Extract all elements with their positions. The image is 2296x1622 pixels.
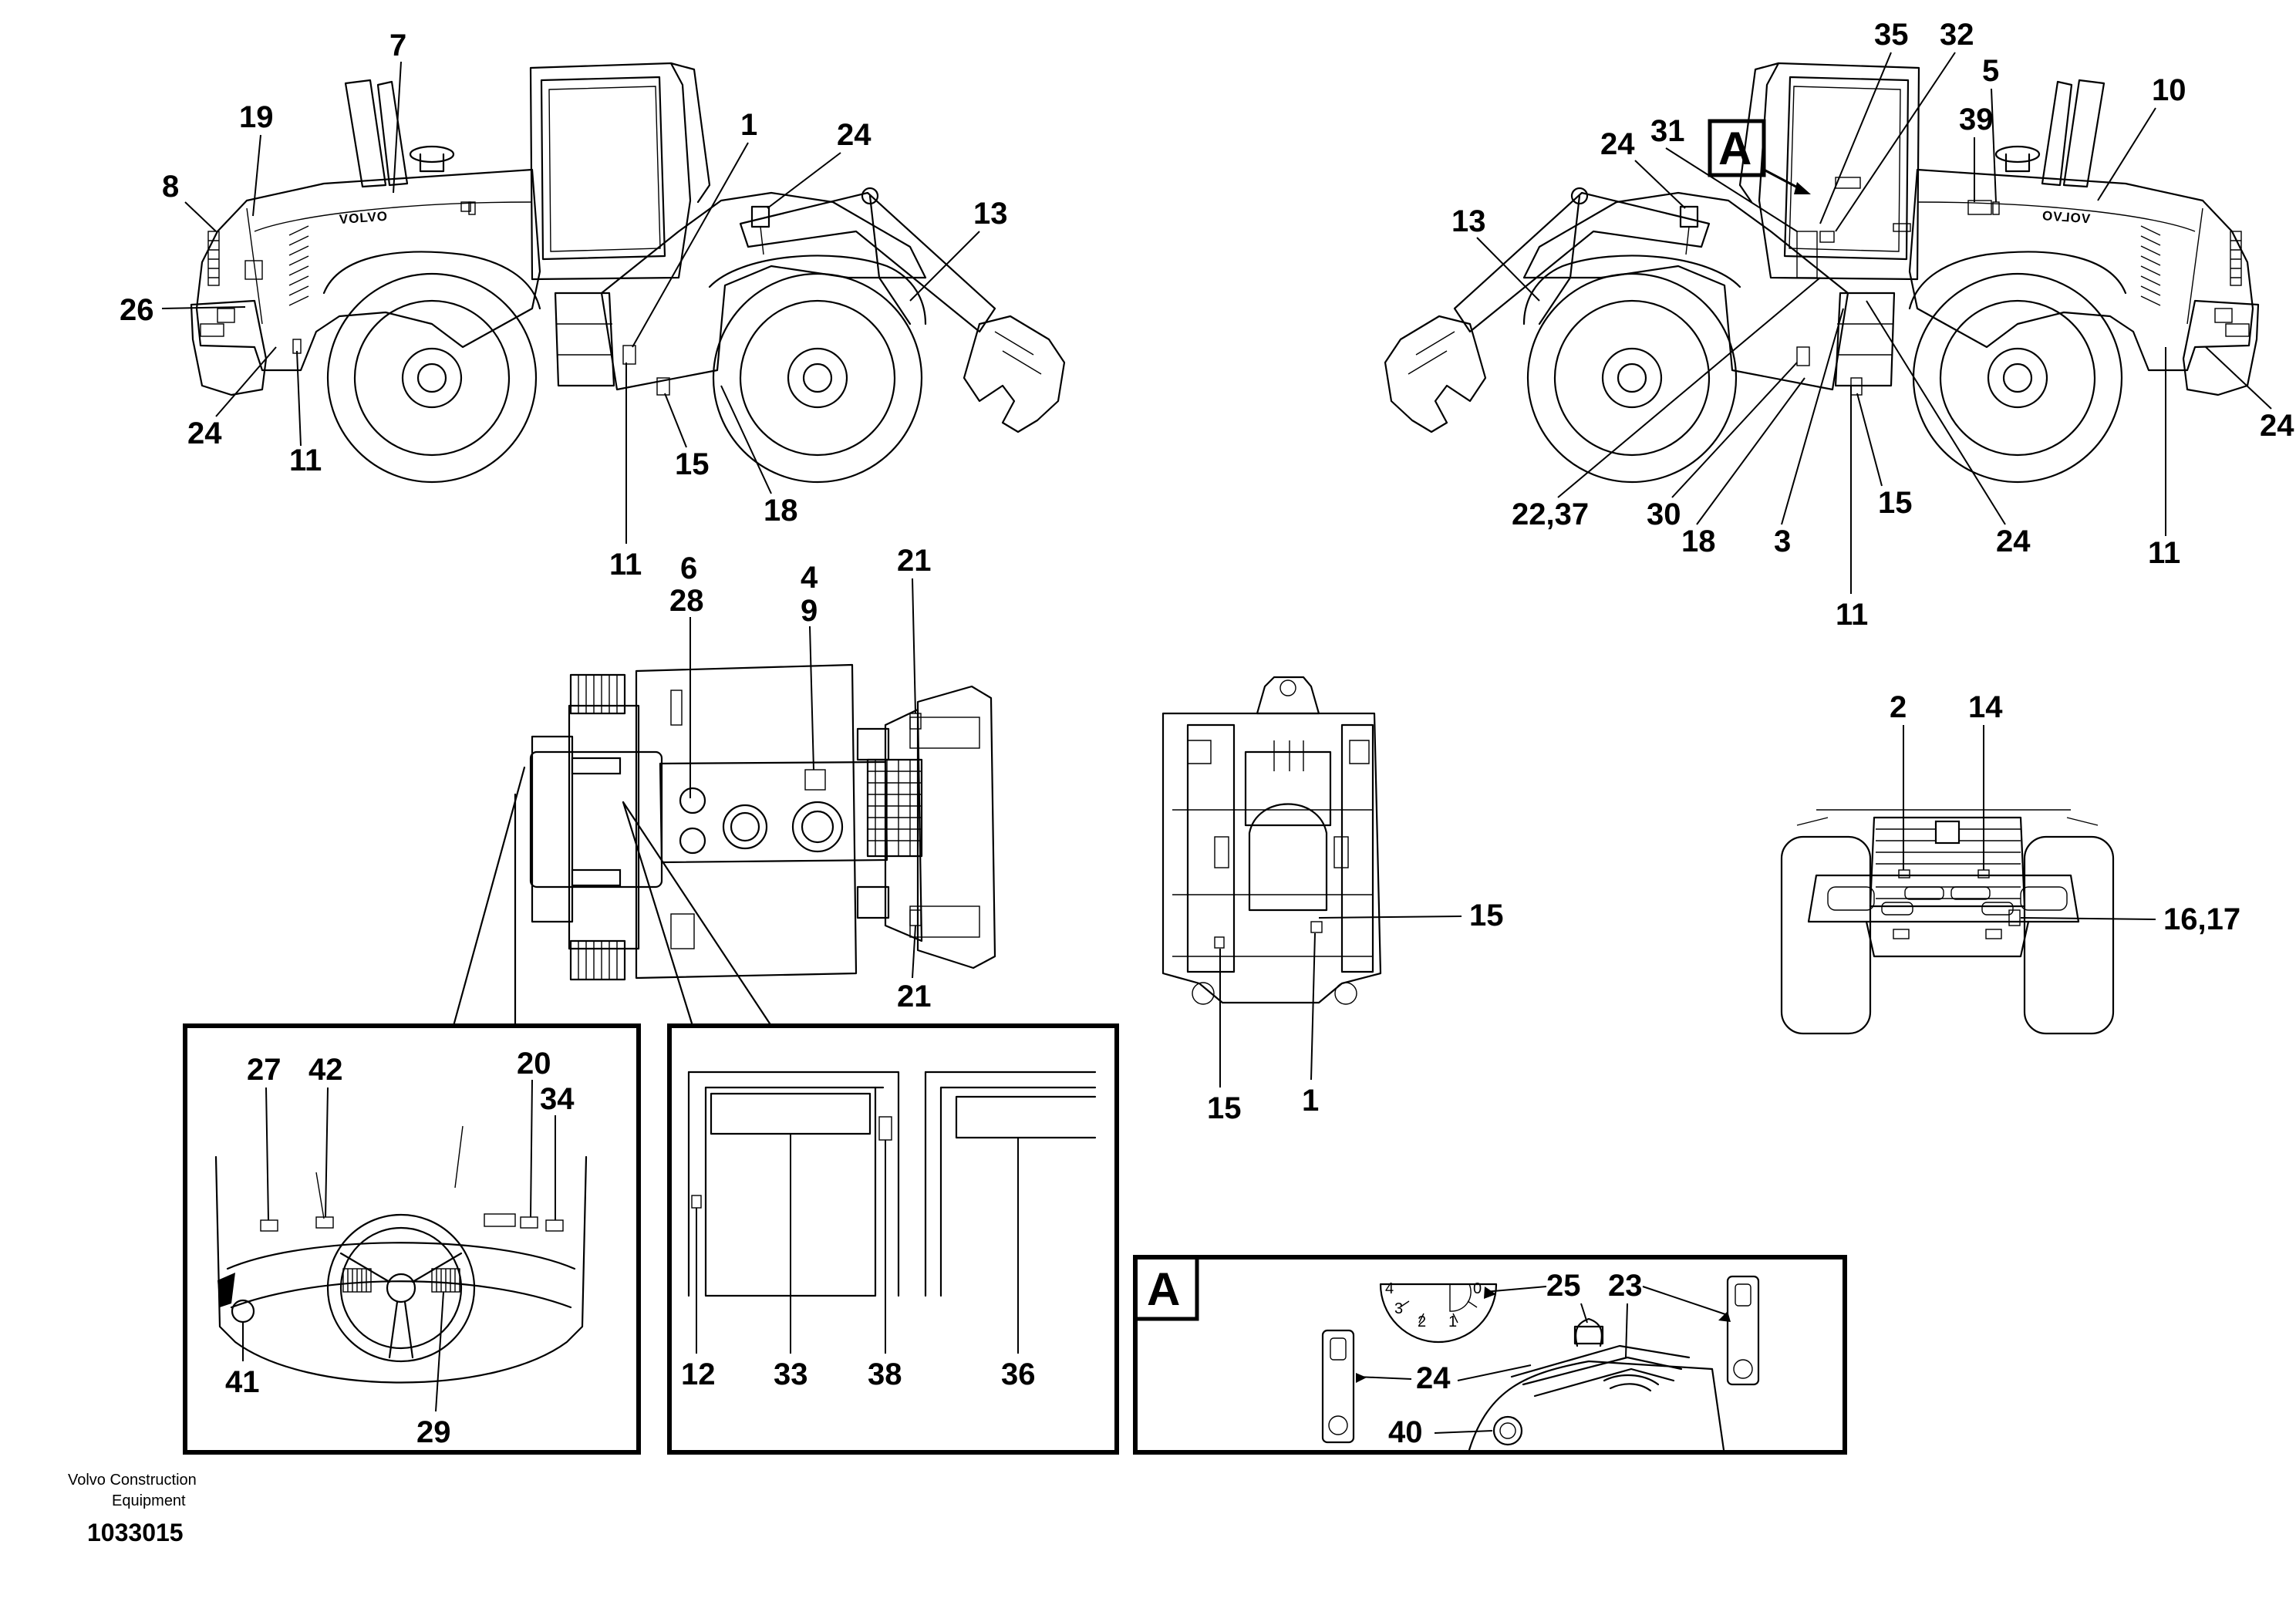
dial-mark-4: 4 (1385, 1280, 1394, 1297)
callout-35: 35 (1874, 18, 1909, 52)
volvo-logo-right: VOLVO (2041, 208, 2090, 226)
callout-3: 3 (1774, 524, 1791, 558)
callout-39: 39 (1959, 103, 1994, 137)
callout-25: 25 (1546, 1269, 1581, 1303)
callout-29: 29 (416, 1415, 451, 1449)
callout-24-right-rear: 24 (2260, 409, 2294, 443)
callout-24-detail-a: 24 (1416, 1361, 1451, 1395)
callout-15-frame-right: 15 (1469, 899, 1504, 932)
footer: Volvo Construction Equipment 1033015 (68, 1472, 197, 1546)
loader-frame-view: 15 15 1 (1161, 676, 1504, 1125)
speed-dial: 4 3 2 1 0 (1379, 1280, 1498, 1344)
callout-19: 19 (239, 100, 274, 134)
loader-front-view: 2 14 16,17 (1780, 690, 2240, 1035)
rear-grille (288, 225, 309, 306)
callout-24-mirror: 24 (837, 118, 872, 152)
cab-dash-detail-box: 27 42 20 34 41 29 (183, 1023, 641, 1455)
callout-24-right-mirror: 24 (1600, 127, 1635, 161)
loader-right-side-view: VOLVO A 35 32 5 39 10 24 31 13 24 22,37 … (1384, 18, 2294, 632)
callout-15-left: 15 (675, 447, 710, 481)
callout-10: 10 (2152, 73, 2186, 107)
dial-mark-2: 2 (1418, 1313, 1426, 1330)
callout-24-right-lower: 24 (1996, 524, 2031, 558)
callout-7: 7 (389, 29, 406, 62)
rear-grille-right (2140, 225, 2161, 306)
callout-12: 12 (681, 1357, 716, 1391)
callout-38: 38 (868, 1357, 902, 1391)
dial-mark-0: 0 (1473, 1280, 1482, 1297)
callout-13-right: 13 (1451, 204, 1486, 238)
callout-33: 33 (774, 1357, 808, 1391)
callout-8: 8 (162, 170, 179, 204)
callout-11-right-rear: 11 (2148, 536, 2180, 570)
detail-a-label: A (1147, 1263, 1180, 1315)
callout-40: 40 (1388, 1415, 1423, 1449)
callout-36: 36 (1001, 1357, 1036, 1391)
dial-mark-1: 1 (1448, 1313, 1457, 1330)
callout-21-top: 21 (897, 544, 932, 578)
callout-27: 27 (247, 1053, 282, 1087)
callout-32: 32 (1940, 18, 1974, 52)
callout-23: 23 (1608, 1269, 1643, 1303)
callout-11-right-bottom: 11 (1836, 598, 1868, 632)
callout-31: 31 (1650, 114, 1685, 148)
callout-15-right: 15 (1878, 486, 1913, 520)
callout-16-17: 16,17 (2163, 902, 2240, 936)
volvo-logo-left: VOLVO (339, 209, 388, 227)
callout-4: 4 (801, 561, 818, 595)
detail-a-box: A 4 3 2 1 0 25 (1133, 1255, 1847, 1455)
loader-top-view: 6 28 4 9 21 21 (184, 544, 996, 1027)
credit-line-1: Volvo Construction (68, 1472, 197, 1489)
callout-41: 41 (225, 1365, 260, 1399)
callout-1-left: 1 (740, 108, 757, 142)
callout-18-left: 18 (764, 494, 798, 528)
loader-left-side-view: VOLVO 7 19 8 26 24 11 1 24 13 15 18 11 (120, 29, 1066, 582)
callout-30: 30 (1647, 497, 1681, 531)
callout-20: 20 (517, 1047, 551, 1081)
cab-door-detail-box: 12 33 38 36 (667, 1023, 1119, 1455)
callout-26: 26 (120, 293, 154, 327)
callout-24-left: 24 (187, 416, 222, 450)
dial-mark-3: 3 (1394, 1300, 1403, 1317)
callout-5: 5 (1982, 54, 1999, 88)
callout-18-right: 18 (1681, 524, 1716, 558)
callout-11-bottom: 11 (609, 548, 642, 582)
callout-14: 14 (1968, 690, 2003, 724)
callout-21-bottom: 21 (897, 980, 932, 1013)
callout-15-frame-bottom: 15 (1207, 1091, 1242, 1125)
callout-28: 28 (669, 584, 704, 618)
callout-42: 42 (308, 1053, 343, 1087)
callout-2: 2 (1890, 690, 1907, 724)
callout-22-37: 22,37 (1512, 497, 1589, 531)
callout-9: 9 (801, 594, 818, 628)
callout-11-left: 11 (289, 443, 322, 477)
part-number: 1033015 (87, 1519, 184, 1546)
callout-1-frame: 1 (1302, 1084, 1319, 1118)
callout-6: 6 (680, 551, 697, 585)
callout-A-box: A (1718, 123, 1752, 174)
callout-34: 34 (540, 1082, 575, 1116)
credit-line-2: Equipment (112, 1492, 186, 1509)
callout-13-left: 13 (973, 197, 1008, 231)
